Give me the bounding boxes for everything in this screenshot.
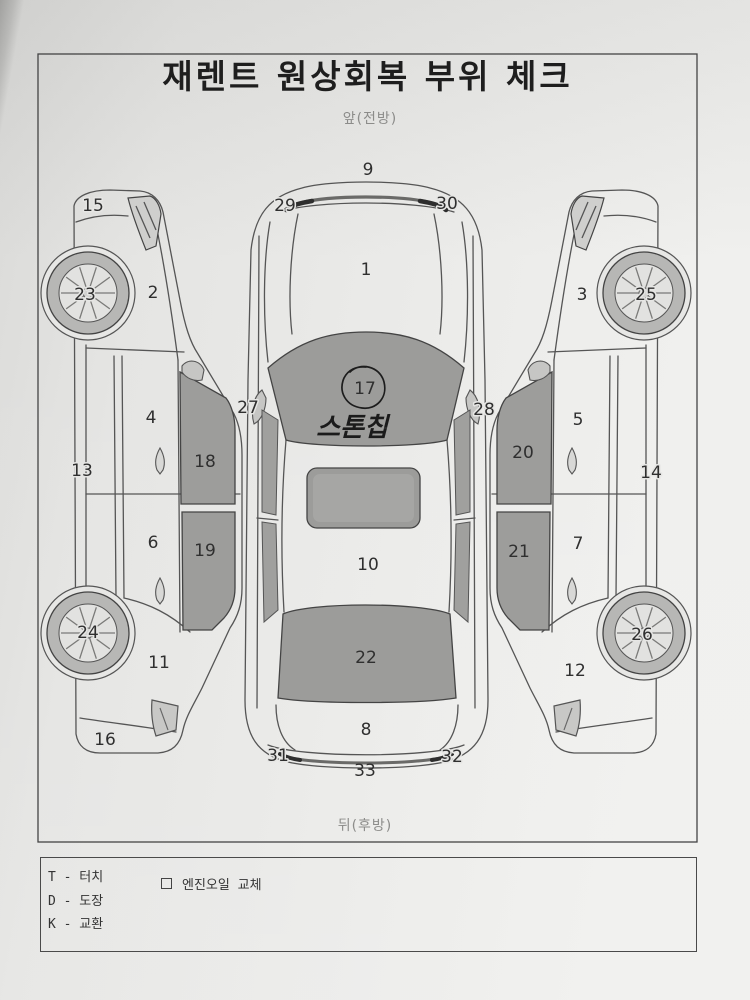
part-label-28: 28 bbox=[473, 400, 495, 420]
part-label-16: 16 bbox=[94, 730, 116, 750]
part-label-27: 27 bbox=[237, 398, 259, 418]
engine-oil-checkbox bbox=[161, 878, 172, 889]
front-direction-label: 앞(전방) bbox=[342, 111, 398, 127]
front-bumper-line bbox=[277, 202, 455, 213]
form-border bbox=[37, 53, 698, 843]
engine-oil-check-label: 엔진오일 교체 bbox=[182, 878, 262, 893]
top-view-car bbox=[244, 181, 489, 769]
part-label-24: 24 bbox=[77, 623, 99, 643]
front-grille-bar bbox=[298, 195, 434, 205]
top-body-outline bbox=[244, 181, 489, 769]
side-window-left-front bbox=[261, 409, 279, 516]
part-label-19: 19 bbox=[194, 541, 216, 561]
part-label-23: 23 bbox=[74, 285, 96, 305]
part-label-33: 33 bbox=[354, 761, 376, 781]
part-label-26: 26 bbox=[631, 625, 653, 645]
hood-left-line bbox=[263, 221, 271, 363]
part-label-25: 25 bbox=[635, 285, 657, 305]
taillight-left bbox=[278, 752, 302, 762]
legend-paint: D - 도장 bbox=[48, 894, 104, 909]
part-label-10: 10 bbox=[357, 555, 379, 575]
hood-right-line bbox=[461, 221, 469, 363]
form-title: 재렌트 원상회복 부위 체크 bbox=[162, 57, 573, 96]
part-label-6: 6 bbox=[148, 533, 159, 553]
hood-crease-left bbox=[289, 213, 299, 335]
part-label-21: 21 bbox=[508, 542, 530, 562]
rear-window bbox=[277, 604, 457, 704]
part-label-20: 20 bbox=[512, 443, 534, 463]
part-label-1: 1 bbox=[361, 260, 372, 280]
part-label-2: 2 bbox=[148, 283, 159, 303]
legend-touch: T - 터치 bbox=[48, 870, 104, 885]
part-label-12: 12 bbox=[564, 661, 586, 681]
part-label-7: 7 bbox=[573, 534, 584, 554]
side-window-left-rear bbox=[261, 521, 279, 624]
part-label-13: 13 bbox=[71, 461, 93, 481]
hood-crease-right bbox=[433, 213, 443, 335]
trunk-line-left bbox=[275, 704, 296, 751]
part-label-3: 3 bbox=[577, 285, 588, 305]
part-label-18: 18 bbox=[194, 452, 216, 472]
part-number-labels: 1 2 3 4 5 6 7 8 9 10 11 12 13 14 15 16 1… bbox=[70, 160, 664, 781]
rear-direction-label: 뒤(후방) bbox=[337, 818, 393, 834]
legend-box: T - 터치 D - 도장 K - 교환 엔진오일 교체 bbox=[40, 857, 697, 952]
part-label-32: 32 bbox=[441, 747, 463, 767]
part-label-31: 31 bbox=[267, 746, 289, 766]
part-label-22: 22 bbox=[355, 648, 377, 668]
taillight-right bbox=[430, 752, 454, 762]
sunroof-glass bbox=[313, 474, 414, 522]
legend-replace: K - 교환 bbox=[48, 917, 104, 932]
part-label-4: 4 bbox=[146, 408, 157, 428]
rear-bumper-line bbox=[267, 744, 465, 756]
b-pillar-right bbox=[453, 517, 476, 521]
roof-edge-right bbox=[446, 439, 452, 613]
side-window-right-rear bbox=[453, 521, 471, 624]
side-line-right bbox=[472, 235, 476, 709]
side-window-right-front bbox=[453, 409, 471, 516]
handwritten-note: 스톤칩 bbox=[316, 413, 391, 443]
part-label-17: 17 bbox=[354, 379, 376, 399]
side-mirror-right bbox=[465, 389, 481, 425]
side-line-left bbox=[256, 235, 260, 709]
side-mirror-left bbox=[251, 389, 267, 425]
windshield bbox=[267, 331, 465, 447]
part-label-29: 29 bbox=[274, 196, 296, 216]
part-label-8: 8 bbox=[361, 720, 372, 740]
handwritten-circle-mark bbox=[341, 365, 386, 409]
headlight-left bbox=[283, 198, 315, 213]
b-pillar-left bbox=[256, 517, 279, 521]
part-label-15: 15 bbox=[82, 196, 104, 216]
trunk-line-right bbox=[439, 704, 459, 751]
engine-oil-check-row: 엔진오일 교체 bbox=[161, 874, 262, 893]
part-label-11: 11 bbox=[148, 653, 170, 673]
roof-edge-left bbox=[281, 439, 287, 613]
part-label-14: 14 bbox=[640, 463, 662, 483]
part-label-30: 30 bbox=[436, 194, 458, 214]
part-label-9: 9 bbox=[363, 160, 374, 180]
headlight-right bbox=[417, 198, 449, 213]
part-label-5: 5 bbox=[573, 410, 584, 430]
